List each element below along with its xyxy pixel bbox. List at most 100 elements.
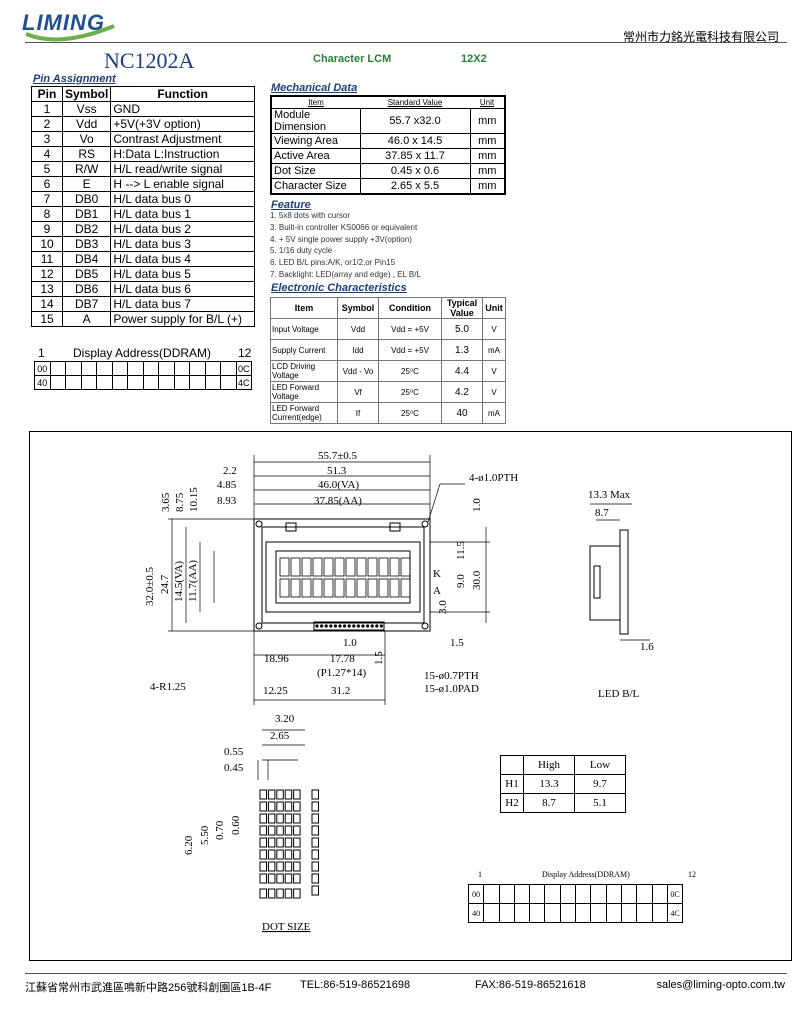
dot-cell — [259, 837, 267, 848]
character-cell — [400, 557, 411, 577]
connector-pin — [338, 624, 342, 628]
dot-cell — [284, 861, 293, 872]
character-cell — [367, 557, 378, 577]
character-cell — [356, 578, 367, 598]
feature-item: 6. LED B/L pins:A/K, or1/2,or Pin15 — [270, 258, 396, 268]
dot-cell — [284, 849, 293, 860]
next-char-dot-cell — [311, 813, 319, 824]
next-char-dot-cell — [311, 789, 319, 800]
dot-cell — [276, 849, 284, 860]
dot-cell — [259, 801, 267, 812]
dot-0-70: 0.70 — [214, 820, 226, 840]
dot-cell — [293, 801, 301, 812]
label-a: A — [433, 585, 441, 597]
module-outline — [253, 518, 431, 632]
pin-function: H/L data bus 1 — [110, 206, 255, 222]
pin-number: 11 — [31, 251, 63, 267]
dot-size-labels: 3.20 2.65 0.55 0.45 DOT SIZE 6.20 5.50 0… — [183, 713, 311, 933]
elec-item: LCD Driving Voltage — [270, 360, 338, 382]
dot-cell — [293, 813, 301, 824]
next-char-dot-cell — [311, 885, 319, 896]
address2-label: Display Address(DDRAM) — [542, 870, 630, 879]
dimension-lines — [168, 455, 490, 705]
address-cell — [513, 903, 531, 923]
cursor-dot-cell — [284, 888, 293, 899]
connector-pin — [315, 624, 319, 628]
pin-function: H:Data L:Instruction — [110, 146, 255, 162]
dot-size-grid — [257, 729, 319, 899]
hl-h2-label: H2 — [500, 793, 524, 813]
footer-email[interactable]: sales@liming-opto.com.tw — [656, 979, 785, 991]
mech-value: 2.65 x 5.5 — [359, 178, 471, 195]
connector-pin — [324, 624, 328, 628]
dot-cell — [276, 861, 284, 872]
dim-pitch: (P1.27*14) — [317, 667, 367, 679]
hl-h2-high: 8.7 — [523, 793, 575, 813]
character-cell — [323, 557, 334, 577]
company-name: 常州市力銘光電科技有限公司 — [622, 30, 779, 44]
address-cell — [620, 884, 638, 904]
address-cell: 4C — [666, 903, 684, 923]
next-char-dot-cell — [311, 837, 319, 848]
connector-pin — [375, 624, 379, 628]
mechanical-table: Item Standard Value Unit Module Dimensio… — [270, 95, 506, 195]
label-k: K — [433, 568, 441, 580]
hl-h1-low: 9.7 — [574, 774, 626, 794]
hl-h1-label: H1 — [500, 774, 524, 794]
dim-3-65: 3.65 — [160, 492, 172, 512]
character-cell — [345, 557, 356, 577]
backlight-dimension-table: High Low H1 13.3 9.7 H2 8.7 5.1 — [500, 755, 626, 813]
connector-pin — [352, 624, 356, 628]
character-cell — [279, 578, 290, 598]
pin-assignment-title: Pin Assignment — [33, 73, 116, 85]
character-cell — [312, 557, 323, 577]
dot-cell — [293, 837, 301, 848]
dot-cell — [259, 813, 267, 824]
dot-2-65: 2.65 — [270, 730, 290, 742]
electronic-title: Electronic Characteristics — [271, 282, 407, 294]
dot-size-label: DOT SIZE — [262, 921, 311, 933]
address-cell — [498, 903, 515, 923]
pin-function: Power supply for B/L (+) — [110, 311, 255, 327]
character-cell — [323, 578, 334, 598]
address-cell — [544, 884, 561, 904]
dim-12-25: 12.25 — [263, 685, 288, 697]
dim-10-15: 10.15 — [188, 487, 200, 512]
pin-function: H/L data bus 4 — [110, 251, 255, 267]
dim-18-96: 18.96 — [264, 653, 289, 665]
address-end: 12 — [238, 346, 252, 360]
address-cell: 4C — [235, 375, 252, 390]
dot-cell — [284, 837, 293, 848]
product-type: Character LCM — [313, 53, 392, 65]
dot-cell — [276, 837, 284, 848]
character-cell — [356, 557, 367, 577]
pin-function: H/L data bus 5 — [110, 266, 255, 282]
dim-1-5-b: 1.5 — [450, 637, 464, 649]
character-cell — [378, 578, 389, 598]
feature-title: Feature — [271, 199, 311, 211]
character-cell — [345, 578, 356, 598]
pin-symbol: DB2 — [61, 221, 112, 237]
dot-cell — [284, 789, 293, 800]
dim-corner: 4-R1.25 — [150, 681, 186, 693]
dim-24-7: 24.7 — [159, 574, 171, 594]
dot-cell — [293, 825, 301, 836]
pin-function: H/L data bus 0 — [110, 191, 255, 207]
dim-width-aa: 37.85(AA) — [314, 495, 362, 507]
connector-pin — [329, 624, 333, 628]
side-1-6: 1.6 — [640, 641, 654, 653]
next-char-dot-cell — [311, 861, 319, 872]
dim-8-93: 8.93 — [217, 495, 237, 507]
footer-divider — [25, 973, 787, 974]
address-cell — [529, 884, 546, 904]
character-cell — [378, 557, 389, 577]
dot-cell — [267, 837, 276, 848]
address-start: 1 — [38, 346, 45, 360]
